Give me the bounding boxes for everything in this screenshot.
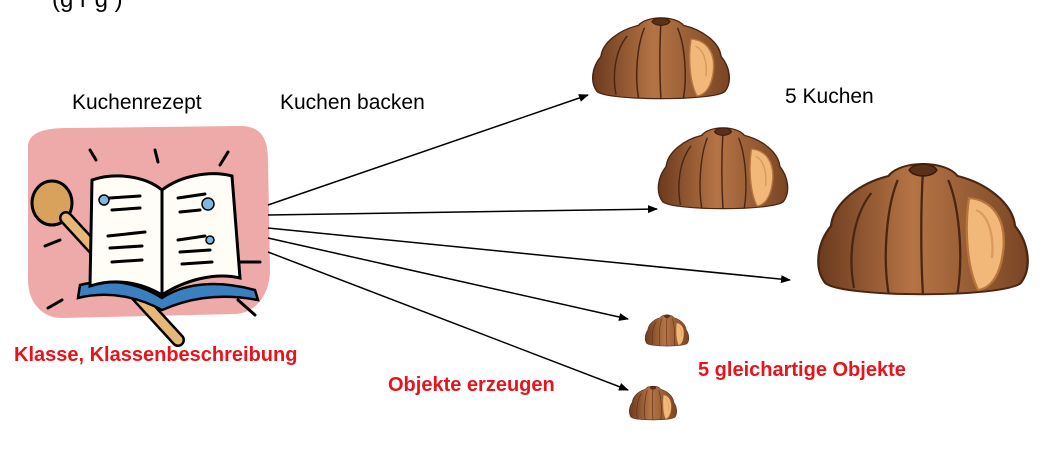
arrow-to-cake-1 bbox=[267, 94, 589, 206]
cake-icon-2 bbox=[657, 127, 789, 210]
cake-icon-3 bbox=[817, 162, 1029, 297]
arrow-to-cake-5 bbox=[267, 251, 629, 391]
recipe-label: Kuchenrezept bbox=[72, 91, 202, 114]
arrow-to-cake-3 bbox=[267, 227, 791, 284]
cakes-count-label: 5 Kuchen bbox=[785, 85, 874, 108]
cake-icon-4 bbox=[644, 314, 690, 347]
cake-icon-1 bbox=[591, 17, 731, 100]
class-label: Klasse, Klassenbeschreibung bbox=[14, 344, 298, 366]
bake-label: Kuchen backen bbox=[280, 91, 425, 114]
cake-icon-5 bbox=[629, 385, 677, 421]
top-text-fragment: (g r g ) bbox=[52, 0, 123, 14]
recipe-book-icon bbox=[28, 126, 270, 347]
arrow-to-cake-2 bbox=[267, 205, 658, 216]
similar-objects-label: 5 gleichartige Objekte bbox=[698, 359, 906, 381]
arrow-to-cake-4 bbox=[267, 237, 629, 321]
create-objects-label: Objekte erzeugen bbox=[388, 374, 555, 396]
arrows bbox=[267, 94, 791, 391]
